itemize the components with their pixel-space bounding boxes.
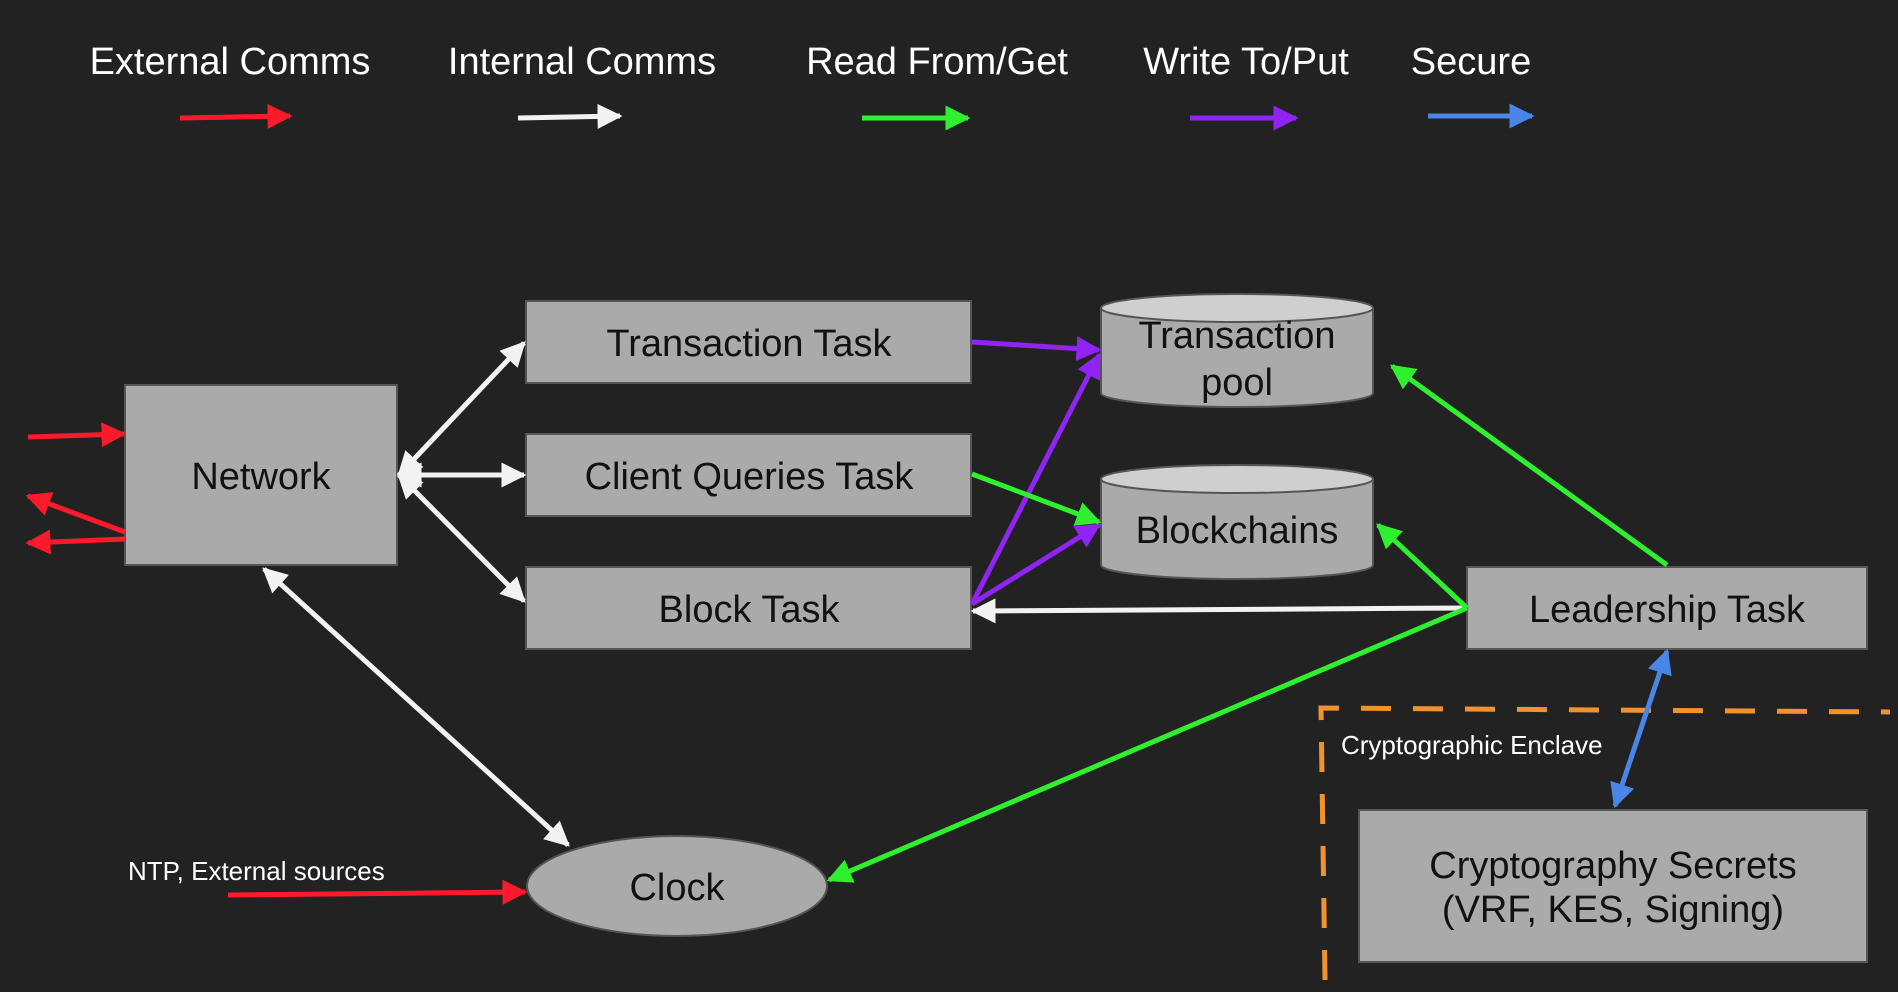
- clock-label: Clock: [629, 867, 725, 909]
- edge-leadership-crypto-secrets: [1610, 648, 1672, 809]
- block-task-node: Block Task: [525, 566, 972, 650]
- transaction-pool-node: Transaction pool: [1100, 293, 1374, 408]
- edge-block-task-to-blockchains: [970, 522, 1102, 607]
- edge-client-queries-to-blockchains: [971, 471, 1102, 526]
- network-label: Network: [191, 456, 331, 498]
- legend-internal-label: Internal Comms: [448, 41, 716, 83]
- edge-network-clock: [262, 567, 570, 847]
- legend-internal-arrow: [517, 103, 623, 129]
- blockchains-node: Blockchains: [1100, 464, 1374, 580]
- leadership-task-label: Leadership Task: [1529, 589, 1806, 631]
- legend: External Comms Internal Comms Read From/…: [90, 41, 1535, 131]
- network-node: Network: [124, 384, 398, 566]
- edge-network-out-lower: [25, 529, 126, 555]
- enclave-label: Cryptographic Enclave: [1341, 730, 1603, 760]
- edge-external-in-network: [27, 422, 127, 448]
- client-queries-task-node: Client Queries Task: [525, 433, 972, 517]
- edges: [25, 336, 1672, 905]
- transaction-pool-label-line2: pool: [1201, 362, 1273, 404]
- edge-block-task-to-pool: [969, 352, 1102, 606]
- legend-secure-label: Secure: [1411, 41, 1531, 83]
- legend-read-label: Read From/Get: [806, 41, 1068, 83]
- legend-external-label: External Comms: [90, 41, 371, 83]
- client-queries-task-label: Client Queries Task: [585, 456, 915, 498]
- edge-leadership-to-clock: [826, 605, 1468, 883]
- edge-leadership-to-block-task: [970, 598, 1468, 624]
- block-task-label: Block Task: [659, 589, 841, 631]
- cryptography-secrets-label-line2: (VRF, KES, Signing): [1442, 889, 1784, 931]
- cryptography-secrets-node: Cryptography Secrets (VRF, KES, Signing): [1358, 809, 1868, 963]
- edge-network-out-upper: [25, 492, 126, 535]
- legend-write-label: Write To/Put: [1143, 41, 1349, 83]
- legend-external-arrow: [179, 103, 293, 129]
- edge-network-transaction-task: [397, 341, 526, 477]
- edge-network-block-task: [397, 473, 526, 603]
- edge-leadership-to-blockchains: [1376, 523, 1469, 610]
- cryptography-secrets-label-line1: Cryptography Secrets: [1429, 845, 1797, 887]
- ntp-label: NTP, External sources: [128, 856, 385, 886]
- transaction-pool-label-line1: Transaction: [1138, 315, 1335, 357]
- edge-transaction-task-to-pool: [971, 336, 1102, 362]
- clock-node: Clock: [526, 835, 828, 937]
- cryptographic-enclave-border: [1318, 705, 1891, 981]
- transaction-task-label: Transaction Task: [606, 323, 892, 365]
- edge-ntp-to-clock: [227, 879, 528, 905]
- blockchains-label: Blockchains: [1136, 510, 1339, 552]
- leadership-task-node: Leadership Task: [1466, 566, 1868, 650]
- edge-leadership-to-pool: [1389, 363, 1669, 568]
- transaction-task-node: Transaction Task: [525, 300, 972, 384]
